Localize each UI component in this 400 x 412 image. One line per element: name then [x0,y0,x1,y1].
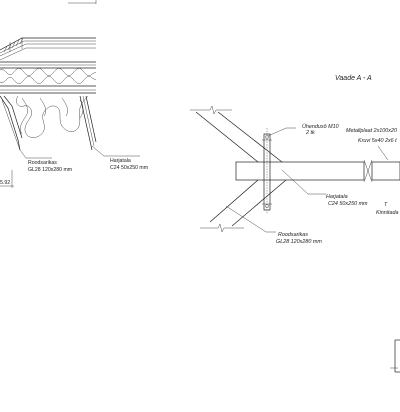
left-ridge-label-1: Harjatala [110,158,131,164]
plate-label-2: Kruvi 5x40 2x6 t [358,138,397,144]
cut-label-t: T [384,202,388,208]
lower-right-fragment [390,339,400,373]
roof-section-detail [0,0,140,188]
ridge-connection-detail [190,105,400,233]
dimension-value: 5.92 [0,180,10,186]
left-rafter-label-2: GL28 120x280 mm [28,167,72,173]
right-ridge-label-2: C24 50x250 mm [328,201,368,207]
bolt-label-2: 2 tk [305,130,315,136]
right-rafter-label-1: Roodsarikas [278,232,308,238]
right-rafter-label-2: GL28 120x280 mm [276,239,322,245]
right-ridge-label-1: Harjatala [326,194,348,200]
left-rafter-label-1: Roodsarikas [28,160,57,166]
cut-label-kinnitada: Kinnitada [376,210,398,216]
view-title: Vaade A - A [335,75,372,82]
bolt-label-1: Ühendusõ M10 [302,123,339,130]
roof-hatch [3,37,24,53]
plate-label-1: Metallplaat 2x100x20 [346,128,397,134]
left-ridge-label-2: C24 50x250 mm [110,165,148,171]
